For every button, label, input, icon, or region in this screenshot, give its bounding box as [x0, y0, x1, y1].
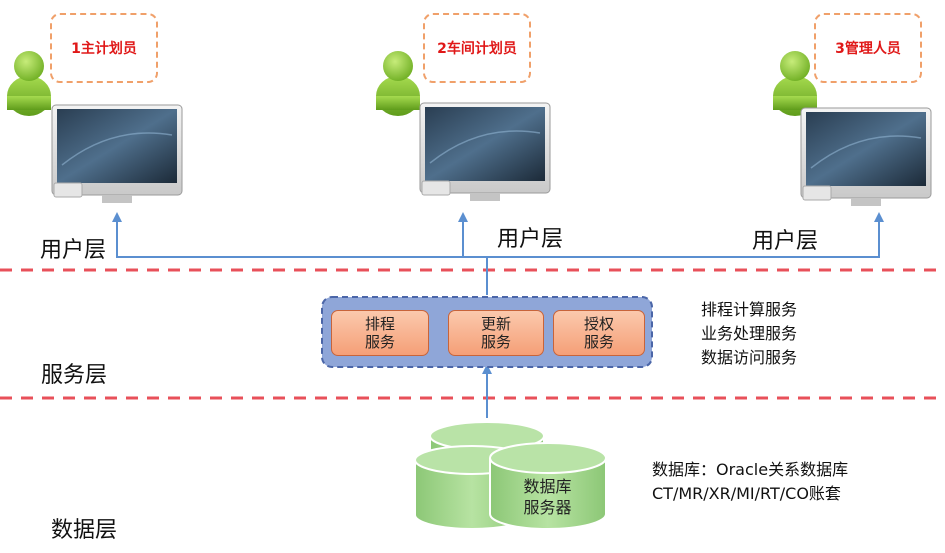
person-icon: [376, 51, 420, 116]
service-layer-label: 服务层: [41, 363, 108, 388]
role-box-master-planner: 1主计划员: [50, 13, 158, 83]
data-layer-label: 数据层: [51, 518, 118, 543]
person-icon: [7, 51, 51, 116]
connector-arrowheads: [112, 212, 884, 374]
service-label-line1: 排程: [364, 315, 395, 333]
database-label-line2: 服务器: [523, 498, 572, 517]
service-label-line1: 更新: [480, 315, 511, 333]
service-label-line1: 授权: [583, 315, 614, 333]
user-layer-label: 用户层: [752, 229, 819, 254]
connector-lines: [116, 218, 880, 418]
monitor-icon: [800, 107, 932, 206]
service-desc-line: 业务处理服务: [701, 324, 798, 343]
service-label-line2: 服务: [480, 333, 511, 351]
database-desc-line: CT/MR/XR/MI/RT/CO账套: [652, 484, 841, 503]
monitor-icon: [51, 104, 183, 203]
role-label: 2车间计划员: [437, 41, 517, 57]
role-box-workshop-planner: 2车间计划员: [423, 13, 531, 83]
service-desc-line: 数据访问服务: [701, 348, 798, 367]
role-box-manager: 3管理人员: [814, 13, 922, 83]
database-label: 数据库 服务器: [500, 476, 595, 518]
database-label-line1: 数据库: [523, 477, 572, 496]
database-desc-line: 数据库：Oracle关系数据库: [652, 460, 849, 479]
service-box-authorization: 授权 服务: [553, 310, 645, 356]
role-label: 3管理人员: [835, 41, 901, 57]
database-icon: [414, 421, 607, 530]
monitor-icon: [419, 102, 551, 201]
user-layer-label: 用户层: [497, 227, 564, 252]
service-label-line2: 服务: [364, 333, 395, 351]
service-box-scheduling: 排程 服务: [331, 310, 429, 356]
service-desc-line: 排程计算服务: [701, 300, 798, 319]
service-box-update: 更新 服务: [448, 310, 544, 356]
user-layer-label: 用户层: [40, 238, 107, 263]
service-label-line2: 服务: [583, 333, 614, 351]
person-icon: [773, 51, 817, 116]
role-label: 1主计划员: [71, 41, 137, 57]
